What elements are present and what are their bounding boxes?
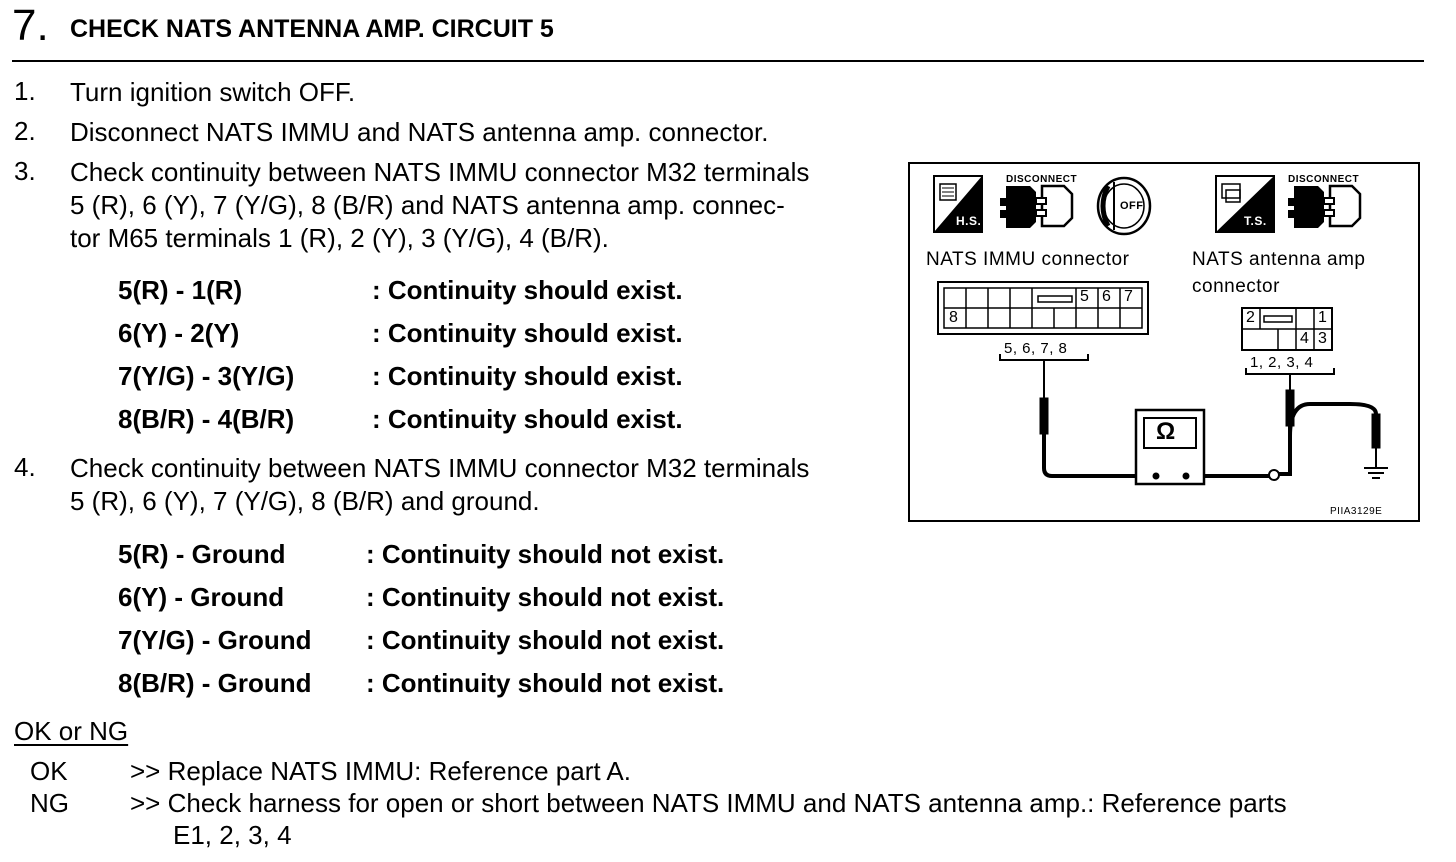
check-pair: 7(Y/G) - 3(Y/G)	[118, 361, 295, 391]
ts-label: T.S.	[1244, 214, 1267, 228]
diagram-drawing	[933, 175, 1388, 486]
ng-label: NG	[30, 788, 69, 818]
immu-connector-label: NATS IMMU connector	[926, 249, 1130, 270]
check-result: : Continuity should exist.	[372, 318, 683, 348]
check-pair: 5(R) - Ground	[118, 539, 286, 569]
step-1-number: 1.	[14, 76, 36, 106]
step-number: 7.	[12, 1, 49, 50]
ok-ng-heading: OK or NG	[14, 716, 129, 746]
ohmmeter	[1134, 408, 1206, 486]
ng-result-text: >> Check harness for open or short betwe…	[130, 788, 1287, 818]
ok-result-text: >> Replace NATS IMMU: Reference part A.	[130, 756, 631, 786]
step-3-line-1: Check continuity between NATS IMMU conne…	[70, 157, 810, 187]
check-pair: 5(R) - 1(R)	[118, 275, 243, 305]
check-result: : Continuity should exist.	[372, 361, 683, 391]
amp-connector-label-2: connector	[1192, 276, 1280, 297]
disconnect-connector-icon-2	[1288, 184, 1362, 228]
ng-result-text-2: E1, 2, 3, 4	[173, 820, 292, 850]
check-pair: 6(Y) - Ground	[118, 582, 285, 612]
step-title: CHECK NATS ANTENNA AMP. CIRCUIT 5	[70, 15, 554, 43]
check-result: : Continuity should not exist.	[366, 625, 725, 655]
step-1-text: Turn ignition switch OFF.	[70, 77, 356, 107]
immu-connector-face	[937, 281, 1149, 335]
amp-cell-2: 2	[1246, 309, 1256, 326]
ok-label: OK	[30, 756, 68, 786]
check-result: : Continuity should not exist.	[366, 668, 725, 698]
amp-cell-3: 3	[1318, 330, 1328, 347]
check-result: : Continuity should not exist.	[366, 539, 725, 569]
step-3-number: 3.	[14, 156, 36, 186]
hs-label: H.S.	[956, 214, 982, 228]
step-3-line-2: 5 (R), 6 (Y), 7 (Y/G), 8 (B/R) and NATS …	[70, 190, 785, 220]
immu-terminals-label: 5, 6, 7, 8	[1004, 340, 1068, 357]
check-result: : Continuity should exist.	[372, 404, 683, 434]
immu-cell-7: 7	[1124, 288, 1134, 305]
step-4-line-1: Check continuity between NATS IMMU conne…	[70, 453, 810, 483]
title-divider	[12, 60, 1424, 62]
check-pair: 6(Y) - 2(Y)	[118, 318, 240, 348]
ignition-key-icon	[1096, 176, 1152, 236]
disconnect-connector-icon	[1000, 184, 1074, 228]
immu-cell-5: 5	[1080, 288, 1090, 305]
ts-icon	[1215, 175, 1275, 233]
step-3-line-3: tor M65 terminals 1 (R), 2 (Y), 3 (Y/G),…	[70, 223, 609, 253]
check-pair: 7(Y/G) - Ground	[118, 625, 312, 655]
amp-connector-face	[1241, 307, 1333, 351]
check-pair: 8(B/R) - Ground	[118, 668, 312, 698]
step-2-number: 2.	[14, 116, 36, 146]
off-label: OFF	[1120, 200, 1144, 212]
check-pair: 8(B/R) - 4(B/R)	[118, 404, 295, 434]
wiring-diagram: DISCONNECT DISCONNECT H.S. T.S. OFF NATS…	[908, 162, 1420, 522]
step-4-number: 4.	[14, 452, 36, 482]
amp-connector-label-1: NATS antenna amp	[1192, 249, 1366, 270]
amp-terminals-label: 1, 2, 3, 4	[1250, 354, 1314, 371]
amp-cell-4: 4	[1300, 330, 1310, 347]
check-result: : Continuity should exist.	[372, 275, 683, 305]
immu-cell-6: 6	[1102, 288, 1112, 305]
figure-code: PIIA3129E	[1330, 506, 1383, 517]
ohm-symbol: Ω	[1156, 418, 1176, 445]
step-4-line-2: 5 (R), 6 (Y), 7 (Y/G), 8 (B/R) and groun…	[70, 486, 540, 516]
hs-icon	[933, 175, 983, 233]
amp-cell-1: 1	[1318, 309, 1328, 326]
check-result: : Continuity should not exist.	[366, 582, 725, 612]
immu-cell-8: 8	[949, 309, 959, 326]
test-leads	[1039, 368, 1388, 481]
disconnect-label-1: DISCONNECT	[1006, 174, 1078, 185]
step-2-text: Disconnect NATS IMMU and NATS antenna am…	[70, 117, 769, 147]
disconnect-label-2: DISCONNECT	[1288, 174, 1360, 185]
